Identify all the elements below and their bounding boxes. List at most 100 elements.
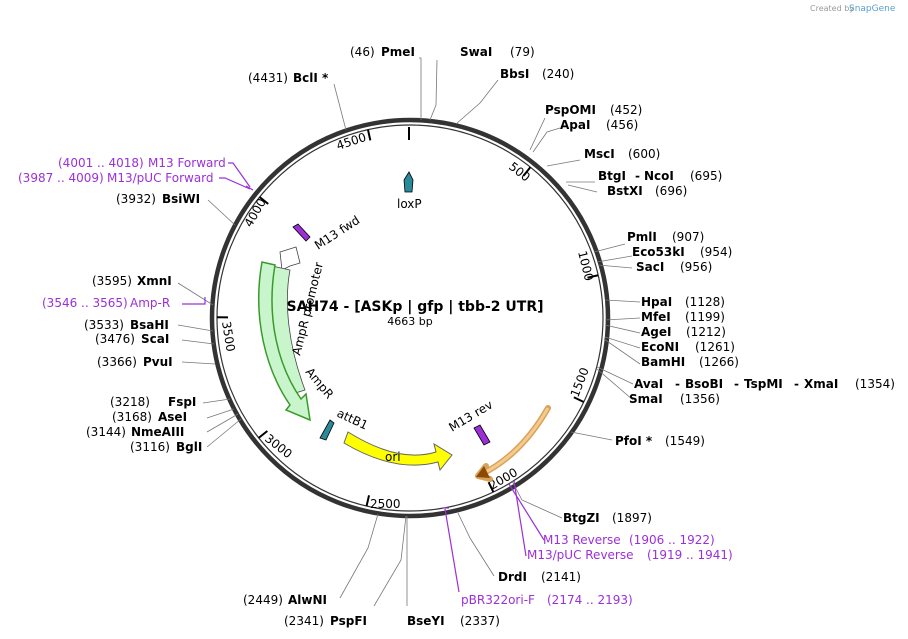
enzyme-name: EcoNI [641,340,679,354]
enzyme-name: SwaI [460,45,492,59]
enzyme-pos: (695) [690,169,722,183]
enzyme-pos: (3218) [110,395,150,409]
primer-name: pBR322ori-F [461,593,535,607]
enzyme-pos: (2341) [284,614,324,628]
primer-labels: (4001 .. 4018) M13 Forward (3987 .. 4009… [18,156,733,607]
enzyme-name: ApaI [560,118,590,132]
loxp-label: loxP [397,197,422,211]
enzyme-labels: (46) PmeI SwaI (79) BbsI (240) PspOMI (4… [84,45,895,628]
tick-marks [216,129,599,507]
loxp-feature: loxP [397,127,422,211]
ori-feature: ori [343,431,453,472]
enzyme-name: FspI [168,395,196,409]
m13-fwd-label: M13 fwd [312,213,362,252]
enzyme-name: Eco53kI [632,245,685,259]
enzyme-name: PspFI [330,614,367,628]
enzyme-pos: (956) [680,260,712,274]
enzyme-name: MscI [584,147,615,161]
enzyme-pos: (3932) [116,192,156,206]
primer-range: (2174 .. 2193) [547,593,633,607]
tick-mark-4000 [258,196,269,205]
enzyme-name: AseI [158,410,187,424]
enzyme-name: BglI [176,440,202,454]
enzyme-name: PmeI [381,45,415,59]
enzyme-name: HpaI [641,295,672,309]
enzyme-pos: (1266) [699,355,739,369]
enzyme-pos: (1212) [686,325,726,339]
tick-label-500: 500 [506,159,533,184]
enzyme-name: XmnI [137,274,172,288]
enzyme-pos: (907) [672,230,704,244]
m13-rev-label: M13 rev [446,398,495,435]
m13-rev-feature: M13 rev [446,398,495,446]
enzyme-name: BsiWI [162,192,200,206]
enzyme-name: PvuI [143,355,173,369]
snapgene-logo: SnapGene [849,4,896,14]
created-by-text: Created by [810,4,854,13]
enzyme-pos: (3533) [84,318,124,332]
enzyme-pos: (3168) [112,410,152,424]
enzyme-name: BsaHI [130,318,169,332]
enzyme-name: MfeI [641,310,671,324]
enzyme-pos: (4431) [248,71,288,85]
plasmid-name: pSAH74 - [ASKp | gfp | tbb-2 UTR] [277,299,544,315]
enzyme-name: BtgI [598,169,626,183]
plasmid-length: 4663 bp [387,315,432,328]
m13-fwd-feature: M13 fwd [292,213,362,253]
enzyme-name: BtgZI [563,511,600,525]
enzyme-pos: (3144) [86,425,126,439]
enzyme-name: NcoI [644,169,674,183]
tick-mark-1000 [587,274,599,279]
enzyme-name: BsoBI [685,377,723,391]
enzyme-name: BamHI [641,355,685,369]
primer-name: M13/pUC Forward [107,171,214,185]
tick-label-1000: 1000 [575,249,596,282]
enzyme-pos: (1261) [695,340,735,354]
enzyme-pos: (600) [628,147,660,161]
enzyme-pos: (696) [655,184,687,198]
enzyme-name: SmaI [629,392,663,406]
enzyme-name: TspMI [744,377,783,391]
enzyme-pos: (1128) [685,295,725,309]
primer-name: M13 Forward [148,156,226,170]
enzyme-name: SacI [636,260,664,274]
enzyme-pos: (1549) [665,434,705,448]
enzyme-name: DrdI [498,570,527,584]
tick-label-3500: 3500 [219,320,238,352]
enzyme-separator: - [734,377,739,391]
enzyme-name: AgeI [641,325,671,339]
primer-name: Amp-R [130,296,170,310]
primer-range: (1906 .. 1922) [629,533,715,547]
enzyme-name: ScaI [141,332,169,346]
enzyme-pos: (3366) [97,355,137,369]
ampr-label: AmpR [303,365,337,401]
enzyme-pos: (2337) [460,614,500,628]
enzyme-separator: - [635,169,640,183]
enzyme-pos: (456) [606,118,638,132]
enzyme-pos: (3476) [95,332,135,346]
enzyme-pos: (2449) [243,593,283,607]
tick-mark-2000 [487,481,495,493]
attb1-label: attB1 [335,406,370,432]
enzyme-pos: (3595) [92,274,132,288]
enzyme-pos: (1356) [680,392,720,406]
primer-range: (1919 .. 1941) [647,548,733,562]
enzyme-name: BseYI [407,614,445,628]
enzyme-pos: (2141) [541,570,581,584]
tick-label-1500: 1500 [568,366,592,400]
enzyme-name: BclI * [293,71,329,85]
enzyme-name: NmeAIII [131,425,184,439]
enzyme-name: AlwNI [288,593,327,607]
enzyme-name: AvaI [634,377,663,391]
enzyme-pos: (452) [610,103,642,117]
enzyme-pos: (46) [350,45,375,59]
enzyme-pos: (1354) [855,377,895,391]
enzyme-pos: (79) [510,45,535,59]
tick-mark-2500 [365,495,371,507]
enzyme-separator: - [675,377,680,391]
enzyme-name: PfoI * [615,434,653,448]
enzyme-separator: - [794,377,799,391]
enzyme-pos: (1897) [612,511,652,525]
enzyme-pos: (1199) [685,310,725,324]
primer-range: (3546 .. 3565) [42,296,128,310]
